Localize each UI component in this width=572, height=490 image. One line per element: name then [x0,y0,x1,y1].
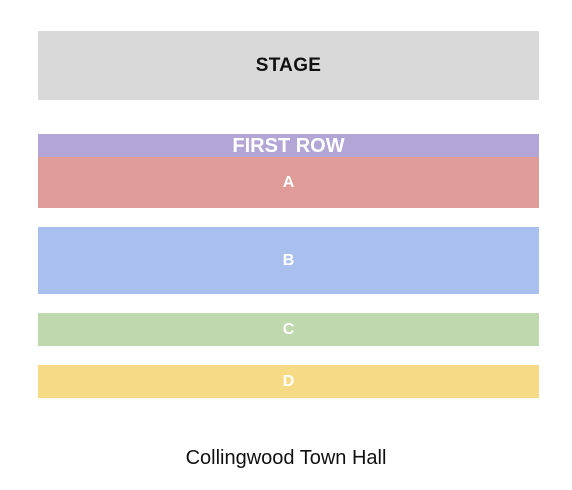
section-c-label: C [282,320,295,338]
section-b[interactable]: B [38,227,539,294]
section-a-label: A [282,173,295,191]
section-d-label: D [282,372,295,390]
stage-label: STAGE [255,54,322,76]
section-a[interactable]: A [38,157,539,208]
section-first-row-label: FIRST ROW [232,134,345,157]
section-b-label: B [282,251,295,269]
stage-area: STAGE [38,31,539,100]
section-c[interactable]: C [38,313,539,346]
venue-name: Collingwood Town Hall [185,447,387,469]
section-first-row[interactable]: FIRST ROW [38,134,539,157]
section-d[interactable]: D [38,365,539,398]
